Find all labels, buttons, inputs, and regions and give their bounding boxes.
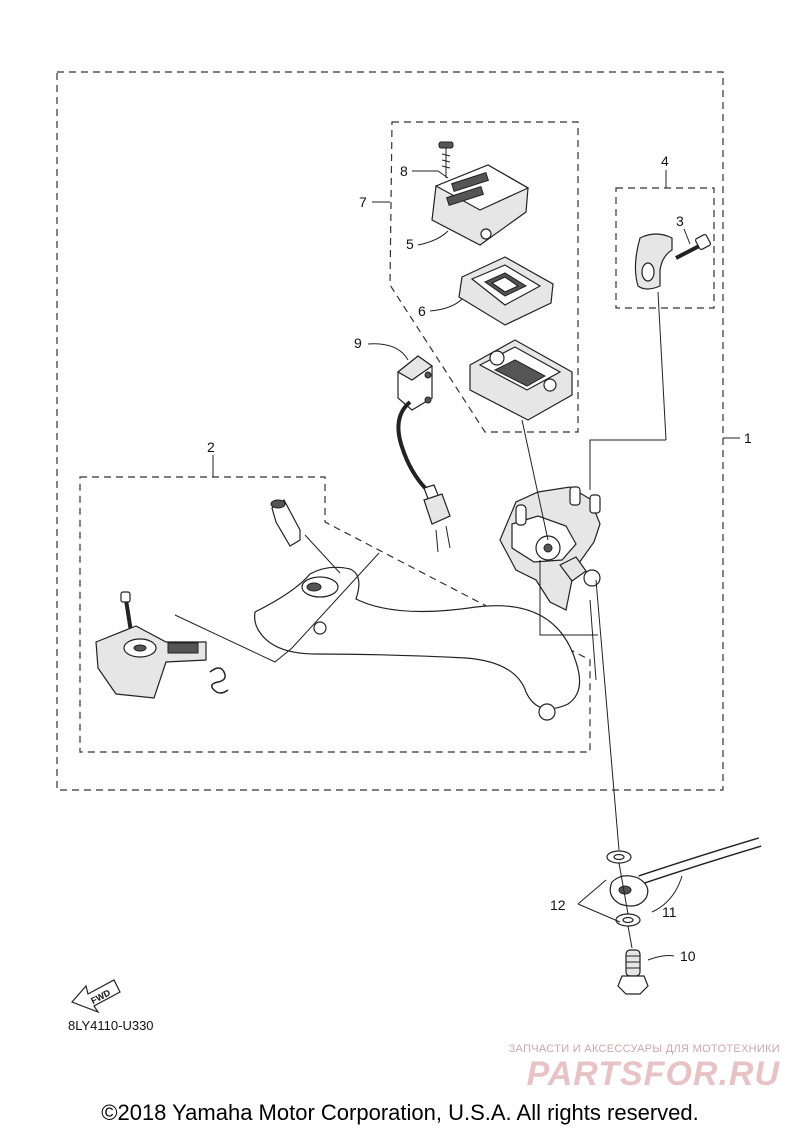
callout-3: 3 (676, 213, 684, 229)
callout-5: 5 (406, 236, 414, 252)
callout-12: 12 (550, 897, 566, 913)
reservoir-cap-icon (431, 164, 530, 246)
hose-icon (609, 837, 762, 907)
master-cylinder-icon (499, 486, 601, 611)
group-boundary-1 (56, 71, 724, 791)
diagram-code: 8LY4110-U330 (68, 1018, 154, 1033)
callout-8: 8 (400, 163, 408, 179)
reservoir-body-icon (469, 339, 573, 421)
callout-10: 10 (680, 948, 696, 964)
lever-icon (95, 499, 581, 721)
callout-4: 4 (661, 153, 669, 169)
switch-icon (396, 355, 451, 553)
copyright-notice: ©2018 Yamaha Motor Corporation, U.S.A. A… (101, 1100, 699, 1125)
callout-11: 11 (662, 904, 677, 920)
group-boundary-2 (79, 476, 591, 753)
callout-1: 1 (744, 430, 752, 446)
group-boundary-4 (615, 187, 715, 309)
screw-icon (438, 141, 454, 178)
callout-6: 6 (418, 303, 426, 319)
watermark-logo: PARTSFOR.RU (526, 1055, 780, 1093)
gasket-icon (606, 850, 641, 927)
exploded-parts-diagram: FWD 1 2 3 4 5 6 7 8 9 10 11 12 8LY4110-U… (56, 71, 762, 1033)
assembly-guide-lines (174, 291, 667, 949)
callout-9: 9 (354, 335, 362, 351)
group-boundary-7 (389, 121, 579, 433)
holder-icon (634, 233, 673, 290)
union-bolt-icon (617, 949, 649, 995)
callout-2: 2 (207, 439, 215, 455)
fwd-arrow-icon: FWD (70, 979, 121, 1014)
diaphragm-icon (458, 256, 554, 326)
callout-7: 7 (359, 194, 367, 210)
callout-leaders (212, 170, 740, 961)
bolt-icon (675, 233, 712, 260)
watermark-tagline: ЗАПЧАСТИ И АКСЕССУАРЫ ДЛЯ МОТОТЕХНИКИ (508, 1043, 780, 1055)
